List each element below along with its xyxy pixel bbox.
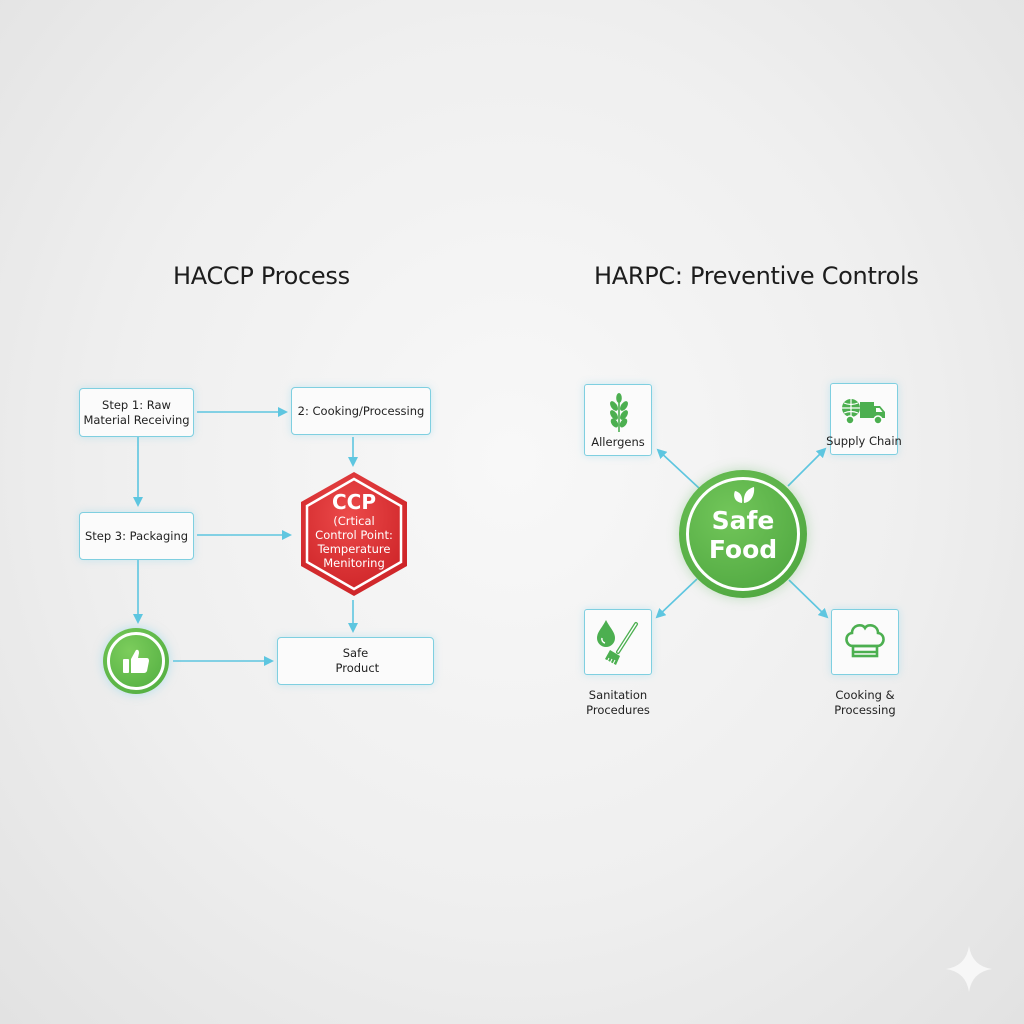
ccp-line-2: Control Point:: [315, 528, 393, 542]
safe-product-label: Safe Product: [335, 646, 380, 675]
sanitation-label-line-1: Sanitation: [588, 688, 648, 702]
cooking-label-line-1: Cooking &: [835, 688, 895, 702]
supply-chain-label: Supply Chain: [826, 434, 902, 448]
leaf-icon: [734, 487, 755, 503]
globe-truck-icon: [842, 399, 885, 425]
safe-food-line-1: Safe: [711, 506, 775, 535]
sanitation-label-line-2: Procedures: [586, 703, 650, 717]
ccp-line-1: (Crtical: [333, 514, 375, 528]
control-cooking: [831, 609, 899, 675]
hexagon-shape: [301, 472, 407, 596]
step-cooking-label: 2: Cooking/Processing: [297, 403, 425, 418]
control-sanitation: [584, 609, 652, 675]
sanitation-label: Sanitation Procedures: [574, 688, 662, 718]
step-packaging-box: Step 3: Packaging: [79, 512, 194, 560]
step-packaging-label: Step 3: Packaging: [84, 528, 189, 543]
droplet-brush-icon: [597, 620, 638, 665]
allergens-label: Allergens: [591, 435, 645, 449]
thumbs-up-icon: [123, 649, 149, 673]
step-cooking-box: 2: Cooking/Processing: [291, 387, 431, 435]
safe-product-box: Safe Product: [277, 637, 434, 685]
cooking-label: Cooking & Processing: [820, 688, 910, 718]
ccp-title: CCP: [331, 490, 376, 514]
chef-hat-icon: [845, 623, 885, 658]
sparkle-icon: [946, 946, 992, 992]
ccp-hexagon: CCP (Crtical Control Point: Temperature …: [298, 470, 410, 598]
approval-badge: [103, 628, 169, 694]
control-supply-chain: Supply Chain: [826, 383, 902, 455]
ccp-line-3: Temperature: [317, 542, 391, 556]
wheat-icon: [610, 393, 628, 432]
cooking-label-line-2: Processing: [834, 703, 896, 717]
safe-food-hub: Safe Food: [679, 470, 807, 598]
safe-food-line-2: Food: [708, 535, 778, 564]
ccp-line-4: Menitoring: [323, 556, 385, 570]
step-raw-material-label: Step 1: Raw Material Receiving: [83, 397, 190, 427]
step-raw-material-box: Step 1: Raw Material Receiving: [79, 388, 194, 437]
control-allergens: Allergens: [584, 384, 652, 456]
haccp-title: HACCP Process: [173, 262, 350, 290]
harpc-title: HARPC: Preventive Controls: [594, 262, 919, 290]
